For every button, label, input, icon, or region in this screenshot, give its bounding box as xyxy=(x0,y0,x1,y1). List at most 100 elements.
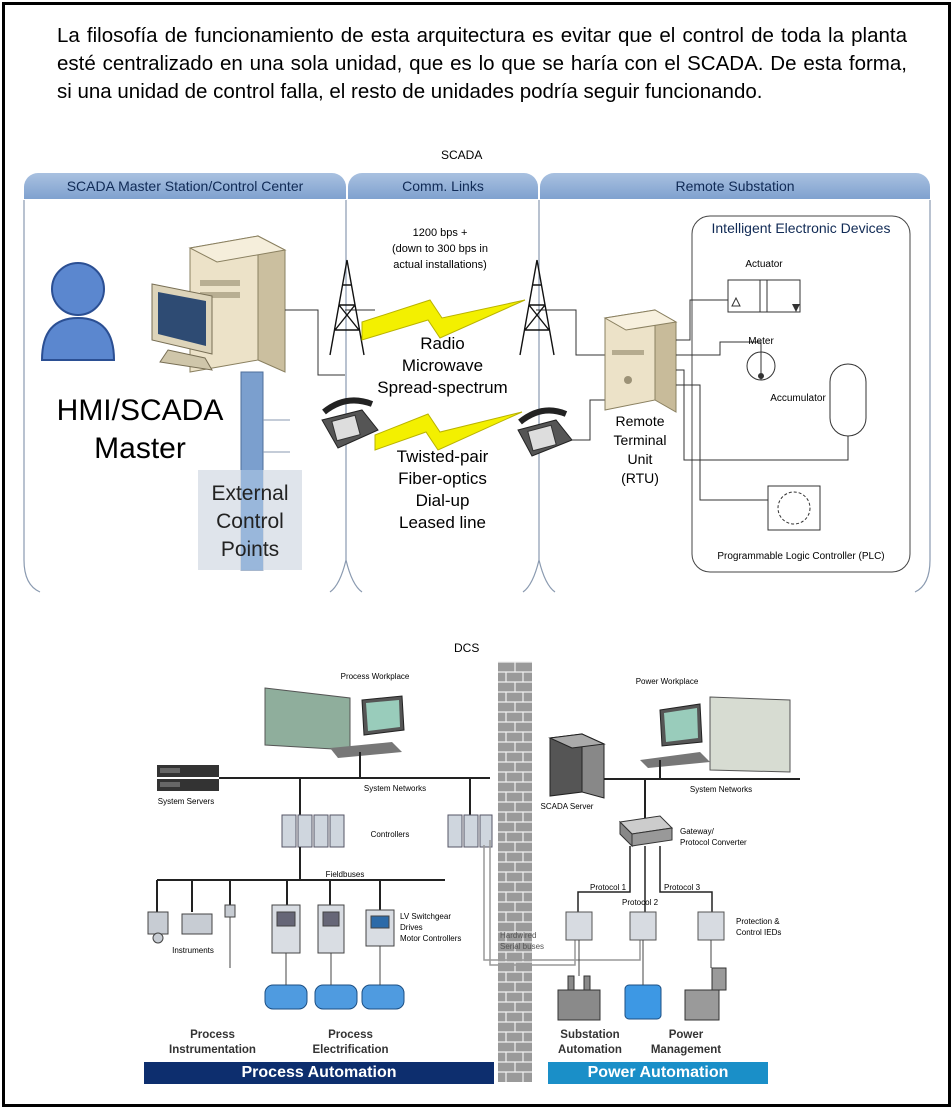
scada-caption: SCADA xyxy=(441,148,483,162)
gateway-line: Gateway/ xyxy=(680,827,714,836)
bps-note: 1200 bps + (down to 300 bps in actual in… xyxy=(380,225,500,273)
hmi-line: HMI/SCADA xyxy=(56,394,224,427)
system-networks-left-label: System Networks xyxy=(363,784,427,793)
rtu-line: Unit xyxy=(627,451,653,467)
external-points-label: External Control Points xyxy=(198,480,302,564)
radio-tower-icon-right xyxy=(519,259,555,356)
radio-tower-icon-left xyxy=(329,259,365,356)
radio-links-label: Radio Microwave Spread-spectrum xyxy=(360,333,525,399)
scada-server-label: SCADA Server xyxy=(540,802,594,811)
protection-label: Protection & Control IEDs xyxy=(736,916,781,938)
wire-line: Dial-up xyxy=(415,491,470,510)
meter-label: Meter xyxy=(748,336,774,347)
rtu-icon xyxy=(603,309,678,413)
ied-icon-3 xyxy=(697,911,725,941)
system-networks-right-label: System Networks xyxy=(689,785,753,794)
hardwired-line: Serial buses xyxy=(500,942,545,951)
plc-icon xyxy=(767,485,821,531)
process-automation-banner: Process Automation xyxy=(144,1062,494,1084)
plc-label: Programmable Logic Controller (PLC) xyxy=(717,551,885,562)
bps-note-line: (down to 300 bps in xyxy=(391,243,488,255)
lv-line: Motor Controllers xyxy=(400,934,462,943)
instrument-icon-2 xyxy=(181,913,213,935)
instruments-label: Instruments xyxy=(172,946,214,955)
telephone-icon-right xyxy=(517,407,573,457)
wired-links-label: Twisted-pair Fiber-optics Dial-up Leased… xyxy=(360,446,525,534)
power-workstation-icon xyxy=(640,696,791,773)
protection-line: Protection & xyxy=(736,917,780,926)
ied-title: Intelligent Electronic Devices xyxy=(711,220,891,236)
drive-icon-3 xyxy=(365,909,395,947)
process-workstation-icon xyxy=(264,687,405,758)
power-transformer-icon xyxy=(684,967,727,1021)
radio-line: Microwave xyxy=(401,356,484,375)
controllers-icon xyxy=(281,814,345,848)
power-device-icon xyxy=(624,984,662,1020)
system-servers-icon xyxy=(157,765,219,791)
bottom-line: Process xyxy=(190,1029,235,1041)
power-workplace-label: Power Workplace xyxy=(635,677,699,686)
protocol-2-label: Protocol 2 xyxy=(622,898,659,907)
radio-line: Radio xyxy=(420,334,465,353)
lv-switchgear-label: LV Switchgear Drives Motor Controllers xyxy=(400,911,461,944)
rtu-line: Terminal xyxy=(613,432,667,448)
bottom-line: Power xyxy=(668,1029,704,1041)
lv-line: Drives xyxy=(400,923,423,932)
lv-line: LV Switchgear xyxy=(400,912,451,921)
drive-icon-2 xyxy=(317,904,345,954)
system-servers-label: System Servers xyxy=(157,797,215,806)
power-management-label: Power Management xyxy=(636,1028,736,1058)
rtu-label: Remote Terminal Unit (RTU) xyxy=(595,412,685,488)
radio-line: Spread-spectrum xyxy=(377,378,508,397)
substation-automation-label: Substation Automation xyxy=(540,1028,640,1058)
lightning-wire xyxy=(374,411,523,451)
process-electrification-label: Process Electrification xyxy=(288,1028,413,1058)
hardwired-label: Hardwired Serial buses xyxy=(500,930,544,952)
master-computer-icon xyxy=(151,235,287,373)
accumulator-label: Accumulator xyxy=(770,393,826,404)
bottom-line: Process xyxy=(328,1029,373,1041)
wire-line: Twisted-pair xyxy=(396,447,489,466)
ied-box xyxy=(691,215,911,573)
motor-icon-2 xyxy=(314,984,358,1010)
rtu-line: Remote xyxy=(615,413,665,429)
firewall-wall xyxy=(498,661,532,1082)
instrument-icon-1 xyxy=(147,911,169,944)
hardwired-line: Hardwired xyxy=(500,931,537,940)
motor-icon-1 xyxy=(264,984,308,1010)
telephone-icon-left xyxy=(321,397,379,449)
bottom-line: Substation xyxy=(560,1029,620,1041)
ied-icon-2 xyxy=(629,911,657,941)
dcs-caption: DCS xyxy=(454,641,480,655)
controllers-label: Controllers xyxy=(370,830,410,839)
header-remote-substation: Remote Substation xyxy=(540,173,930,199)
wire-line: Leased line xyxy=(399,513,486,532)
intro-paragraph: La filosofía de funcionamiento de esta a… xyxy=(57,24,907,103)
hmi-label: HMI/SCADA Master xyxy=(40,392,240,468)
scada-server-icon xyxy=(548,733,606,799)
gateway-line: Protocol Converter xyxy=(680,838,747,847)
operator-icon xyxy=(40,262,116,361)
bps-note-line: 1200 bps + xyxy=(412,227,468,239)
power-automation-banner: Power Automation xyxy=(548,1062,768,1084)
external-line: Control xyxy=(216,510,284,533)
bottom-line: Electrification xyxy=(312,1044,389,1056)
motor-icon-3 xyxy=(361,984,405,1010)
external-line: Points xyxy=(220,538,280,561)
bottom-line: Automation xyxy=(558,1044,622,1056)
process-instrumentation-label: Process Instrumentation xyxy=(150,1028,275,1058)
transformer-icon xyxy=(557,975,601,1021)
actuator-label: Actuator xyxy=(745,259,783,270)
instrument-icon-3 xyxy=(224,904,236,968)
bottom-line: Management xyxy=(650,1044,722,1056)
gateway-icon xyxy=(618,815,674,848)
controllers-icon-2 xyxy=(447,814,493,848)
actuator-icon xyxy=(727,279,801,313)
bottom-line: Instrumentation xyxy=(169,1044,256,1056)
rtu-line: (RTU) xyxy=(621,470,659,486)
ied-icon-1 xyxy=(565,911,593,941)
protocol-1-label: Protocol 1 xyxy=(590,883,627,892)
